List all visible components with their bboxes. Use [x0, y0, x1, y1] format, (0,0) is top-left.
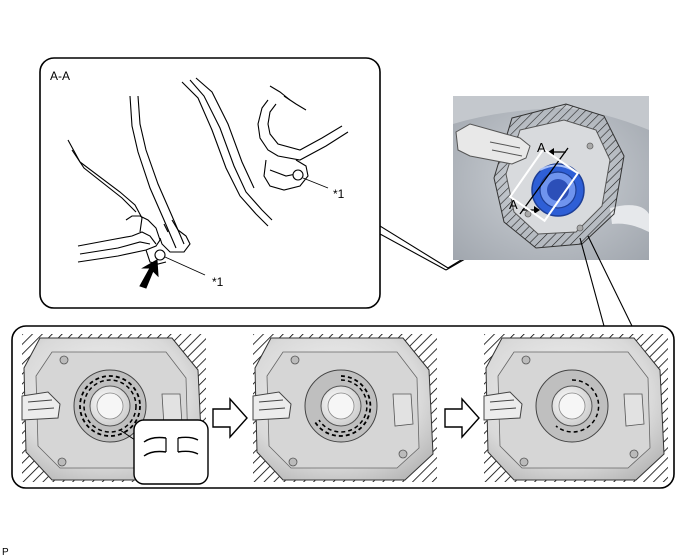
- step-leader-lines: [579, 235, 633, 327]
- figure-code: P: [2, 547, 9, 558]
- section-mark-top: A: [537, 140, 546, 155]
- step-3-illustration: [483, 334, 668, 482]
- section-view-panel: [39, 57, 381, 309]
- right-arrow-icon: [212, 397, 248, 439]
- callout-label-lower: *1: [212, 275, 224, 289]
- step-2-illustration: [252, 334, 437, 482]
- section-mark-bottom: A: [509, 197, 518, 212]
- section-outline-lower: [67, 95, 206, 276]
- step-1-illustration: [21, 334, 209, 485]
- push-direction-arrow: [139, 259, 159, 289]
- right-arrow-icon: [444, 397, 480, 439]
- fuel-lid-photo: [453, 96, 649, 260]
- section-title: A-A: [50, 69, 71, 83]
- section-outline-upper: [181, 77, 349, 227]
- callout-label-upper: *1: [333, 187, 345, 201]
